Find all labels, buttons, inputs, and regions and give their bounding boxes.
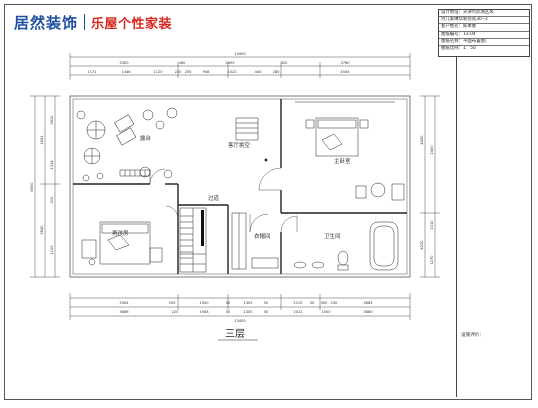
- dim-bottom-2: 1908: [199, 310, 209, 314]
- dim-right: 4450: [420, 135, 424, 145]
- dim-top-2: 440: [255, 70, 263, 74]
- dim-bottom-2: 1305: [243, 310, 252, 314]
- dim-left-upper: 1641: [40, 135, 44, 144]
- dim-bottom-2: 220: [172, 310, 180, 314]
- dim-top-2: 220: [175, 70, 183, 74]
- terrace-furniture: [76, 107, 178, 182]
- dim-top-1: 3300: [119, 61, 129, 65]
- wardrobe: [231, 212, 279, 270]
- dim-bottom-1: 1305: [243, 301, 252, 305]
- page-border: [4, 4, 532, 400]
- dim-top-1: 320: [281, 61, 289, 65]
- dim-left-total: 8500: [30, 182, 34, 192]
- title-row: 图纸名称：平面布置图）: [439, 39, 529, 47]
- brand-name: 居然装饰: [14, 13, 79, 32]
- kid-bed: [81, 221, 163, 266]
- room-label-terrace: 露台: [140, 134, 152, 142]
- dim-bottom-1: 1000: [199, 301, 209, 305]
- master-bed: [295, 101, 405, 201]
- room-label-cloak: 衣帽间: [254, 232, 271, 240]
- void-railing: [235, 117, 268, 162]
- dim-right: 2400: [430, 145, 434, 155]
- dim-bottom-1: 30: [310, 301, 315, 305]
- interior-walls: [73, 99, 407, 274]
- room-label-bath: 卫生间: [324, 232, 341, 240]
- dim-top-2: 200: [185, 70, 193, 74]
- dim-bottom-1: 250: [169, 301, 177, 305]
- dim-left-lower: 3610: [50, 115, 54, 125]
- room-label-master: 主卧室: [334, 157, 351, 165]
- dim-bottom-2: 3886: [119, 310, 129, 314]
- title-row: 图纸编号：13-04: [439, 32, 529, 39]
- brand-divider: [84, 14, 86, 30]
- dim-right: 1270: [430, 255, 434, 265]
- dim-bottom-2: 1000: [321, 310, 331, 314]
- dim-bottom-1: 300: [321, 301, 329, 305]
- dim-bottom-1: 3304: [119, 301, 129, 305]
- floor-label: 三层: [225, 328, 245, 340]
- dim-bottom-2: 2022: [293, 310, 302, 314]
- title-block: 设计地址：天津市武清区风 河儿家琳华新苑苑30--3 客户姓名：陈本春 图纸编号…: [438, 9, 530, 57]
- outer-walls: [69, 95, 411, 278]
- company-logo: 居然装饰 乐屋个性家装: [14, 10, 172, 34]
- dim-right: 4230: [420, 240, 424, 250]
- dim-top-2: 1171: [87, 70, 96, 74]
- dim-bottom-1: 50: [264, 301, 269, 305]
- dim-right: 1010: [430, 220, 434, 230]
- dim-top-total: 13400: [234, 52, 246, 56]
- title-row: 设计地址：天津市武清区风: [439, 10, 529, 18]
- title-row: 河儿家琳华新苑苑30--3: [439, 17, 529, 25]
- dim-bottom-2: 3880: [363, 310, 373, 314]
- dim-top-2: 4504: [340, 70, 350, 74]
- dim-top-2: 1120: [153, 70, 163, 74]
- dim-top-1: 3780: [340, 61, 350, 65]
- dim-bottom-total: 13400: [234, 319, 246, 323]
- room-label-corridor: 过道: [208, 194, 220, 202]
- dim-top-2: 1022: [227, 70, 236, 74]
- title-row: 客户姓名：陈本春: [439, 24, 529, 32]
- side-column: 设施评价：: [456, 57, 530, 397]
- dim-top-1: 2655: [225, 61, 234, 65]
- sign-label: 设施评价：: [461, 333, 484, 338]
- bath-fixtures: [293, 221, 399, 271]
- dim-top-2: 280: [273, 70, 281, 74]
- dim-bottom-1: 2125: [293, 301, 302, 305]
- room-label-void: 客厅挑空: [228, 141, 251, 149]
- dim-bottom-1: 3884: [363, 301, 373, 305]
- dim-left-lower: 1120: [50, 245, 54, 255]
- dim-bottom-2: 50: [226, 310, 231, 314]
- dim-top-2: 948: [203, 70, 211, 74]
- staircase: [179, 207, 207, 273]
- dim-left-lower: 200: [50, 196, 54, 204]
- doors: [149, 167, 298, 233]
- dim-bottom-2: 50: [264, 310, 269, 314]
- dim-top-2: 1446: [121, 70, 131, 74]
- title-row: 图纸比例：1：50: [441, 46, 476, 52]
- dim-top-1: 280: [179, 61, 187, 65]
- room-label-kid: 男孩房: [112, 229, 129, 237]
- dimension-lines: [30, 53, 440, 320]
- dim-left-upper: 3840: [40, 225, 44, 235]
- dim-bottom-1: 230: [331, 301, 339, 305]
- brand-slogan: 乐屋个性家装: [91, 16, 173, 32]
- dim-left-lower: 1314: [50, 160, 54, 170]
- dim-bottom-1: 50: [226, 301, 231, 305]
